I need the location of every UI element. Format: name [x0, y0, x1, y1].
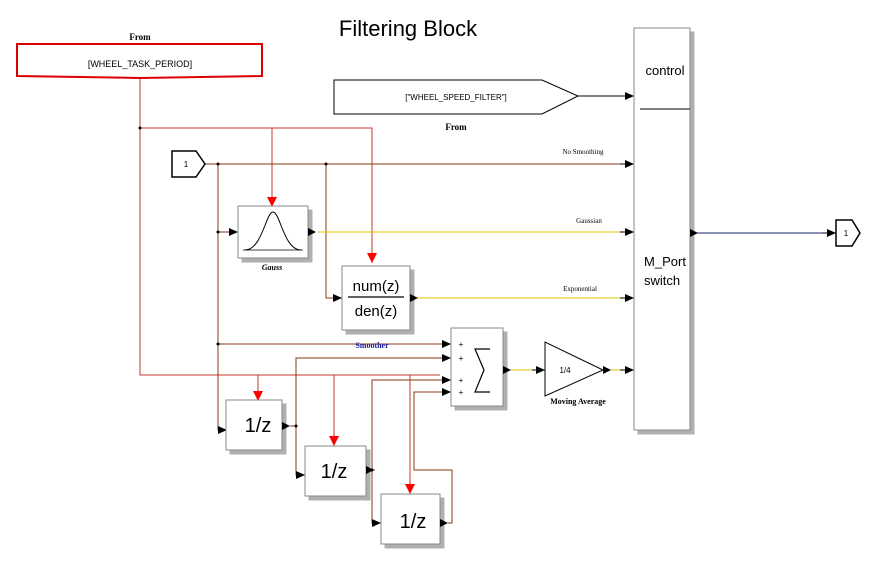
switch-label-line2: switch: [644, 273, 680, 288]
switch-label-line1: M_Port: [644, 254, 686, 269]
delay-text: 1/z: [400, 511, 427, 533]
period-wires: [139, 78, 440, 490]
smoother-sum-block[interactable]: + + + + Smoother: [355, 327, 511, 407]
signal-label-no-smoothing: No Smoothing: [562, 148, 604, 156]
gauss-label: Gauss: [262, 263, 282, 272]
junction-dots: [138, 126, 374, 472]
tf-denominator: den(z): [355, 303, 398, 320]
red-arrowheads: [253, 196, 415, 494]
sum-sign: +: [459, 340, 464, 349]
inport-number: 1: [184, 160, 189, 169]
from-block-wheel-task-period[interactable]: From [WHEEL_TASK_PERIOD]: [16, 32, 263, 80]
unit-delay-block-1[interactable]: 1/z: [225, 399, 290, 451]
signal-label-gaussian: Gaussian: [576, 217, 602, 225]
sum-sign: +: [459, 376, 464, 385]
from-tag: [WHEEL_TASK_PERIOD]: [88, 59, 192, 69]
sum-sign: +: [459, 354, 464, 363]
unit-delay-block-3[interactable]: 1/z: [380, 493, 448, 545]
black-arrowheads: [218, 92, 836, 527]
switch-control-label: control: [645, 63, 684, 78]
delay-text: 1/z: [321, 461, 348, 483]
unit-delay-block-2[interactable]: 1/z: [304, 445, 374, 497]
moving-average-gain-block[interactable]: 1/4 Moving Average: [544, 341, 611, 406]
gauss-block[interactable]: Gauss: [237, 205, 316, 272]
diagram-title: Filtering Block: [339, 16, 478, 41]
inport-1[interactable]: 1: [171, 150, 206, 178]
signal-label-exponential: Exponential: [563, 285, 597, 293]
delay-text: 1/z: [245, 415, 272, 437]
multiport-switch-block[interactable]: control M_Port switch: [633, 27, 698, 431]
from-block-wheel-speed-filter[interactable]: ["WHEEL_SPEED_FILTER"] From: [333, 79, 580, 132]
gain-label: Moving Average: [550, 397, 606, 406]
gain-value: 1/4: [559, 366, 571, 375]
transfer-function-block[interactable]: num(z) den(z): [341, 265, 418, 331]
outport-number: 1: [844, 229, 849, 238]
tf-numerator: num(z): [353, 278, 400, 295]
sigma-icon: [474, 348, 490, 393]
gaussian-curve-icon: [244, 211, 302, 251]
smoother-label: Smoother: [355, 341, 389, 350]
from-tag: ["WHEEL_SPEED_FILTER"]: [405, 93, 507, 102]
from-label: From: [129, 32, 151, 42]
outport-1[interactable]: 1: [835, 219, 861, 247]
from-label: From: [445, 122, 467, 132]
sum-sign: +: [459, 388, 464, 397]
